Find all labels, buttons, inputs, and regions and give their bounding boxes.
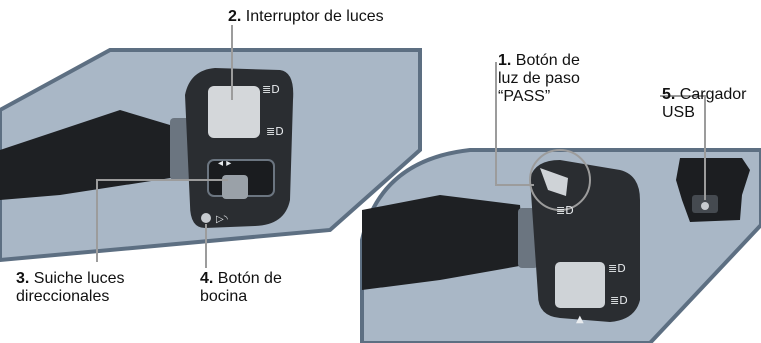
- callout-text: Botón de: [217, 270, 282, 287]
- callout-text-line2: luz de paso: [498, 70, 580, 87]
- callout-text: Interruptor de luces: [245, 8, 384, 25]
- callout-turn-signal: 3. Suiche luces direccionales: [16, 270, 125, 306]
- callout-text-line2: direccionales: [16, 288, 110, 305]
- callout-number: 3.: [16, 270, 30, 287]
- callout-text-line3: “PASS”: [498, 88, 551, 105]
- left-handlebar-grip: [0, 110, 190, 200]
- left-switch-illustration: ≣D ≣D ◂ ▸ ▷◝: [0, 48, 422, 263]
- callout-number: 4.: [200, 270, 214, 287]
- callout-light-switch: 2. Interruptor de luces: [228, 8, 384, 26]
- left-grip-collar: [170, 118, 192, 180]
- callout-number: 2.: [228, 8, 242, 25]
- callout-text: Botón de: [515, 52, 580, 69]
- callout-horn: 4. Botón de bocina: [200, 270, 282, 306]
- callout-text: Cargador: [679, 86, 747, 103]
- callout-usb: 5. Cargador USB: [662, 86, 747, 122]
- headlight-icon: ≣D: [608, 262, 626, 275]
- horn-icon: ▷◝: [216, 214, 228, 225]
- callout-number: 5.: [662, 86, 676, 103]
- leader-usb: [660, 95, 706, 200]
- usb-port-icon: [701, 202, 709, 210]
- leader-turn: [96, 179, 228, 262]
- pass-light-icon: ≣D: [556, 204, 574, 217]
- low-beam-icon: ≣D: [610, 294, 628, 307]
- low-beam-icon: ≣D: [266, 125, 284, 138]
- turn-arrows-icon: ◂ ▸: [218, 158, 231, 169]
- right-handlebar-grip: [362, 195, 525, 290]
- right-switch-illustration: ≣D ≣D ≣D ▲: [360, 148, 761, 343]
- callout-text: Suiche luces: [33, 270, 125, 287]
- leader-lines: [96, 25, 706, 268]
- warning-triangle-icon: ▲: [576, 314, 584, 325]
- turn-signal-switch: [222, 175, 248, 199]
- right-grip-collar: [518, 208, 538, 268]
- right-light-button: [555, 262, 605, 308]
- light-switch-button: [208, 86, 260, 138]
- pass-highlight-ring: [529, 149, 591, 211]
- callout-text-line2: bocina: [200, 288, 248, 305]
- callout-text-line2: USB: [662, 104, 695, 121]
- callout-number: 1.: [498, 52, 512, 69]
- headlight-icon: ≣D: [262, 83, 280, 96]
- pass-button: [540, 168, 568, 196]
- leader-pass: [495, 62, 534, 186]
- horn-button: [201, 213, 211, 223]
- callout-pass: 1. Botón de luz de paso “PASS”: [498, 52, 580, 106]
